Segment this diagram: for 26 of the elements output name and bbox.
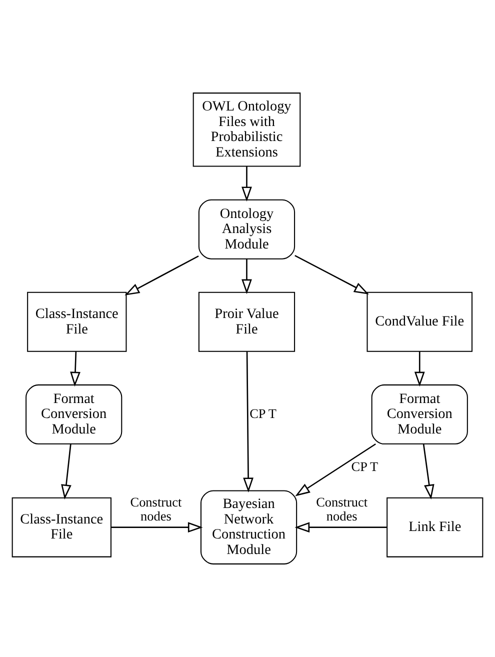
arrow [242,166,252,202]
node-box: Format Conversion Module [26,384,122,444]
arrow [414,352,425,387]
edge-label: Construct nodes [316,494,368,524]
node-box: Ontology Analysis Module [198,199,296,260]
edge-label: Construct nodes [130,494,182,524]
node-box: Proir Value File [198,292,296,352]
arrow [70,352,80,387]
node-box: OWL Ontology Files with Probabilistic Extensions [192,92,301,167]
edge-label: CP T [250,406,276,421]
node-box: Class-Instance File [12,497,112,558]
arrow [61,444,72,500]
arrow [124,255,199,296]
edge-label: CP T [351,458,378,474]
arrow [111,522,203,533]
node-box: Bayesian Network Construction Module [200,490,298,564]
arrow [422,444,434,500]
node-box: Class-Instance File [27,292,127,352]
arrow [294,254,369,294]
arrow [295,443,376,496]
node-box: Link File [386,497,484,558]
node-box: Format Conversion Module [371,384,468,444]
node-box: CondValue File [366,292,472,352]
arrow [242,259,252,294]
arrow [243,352,254,493]
arrow [294,522,387,533]
